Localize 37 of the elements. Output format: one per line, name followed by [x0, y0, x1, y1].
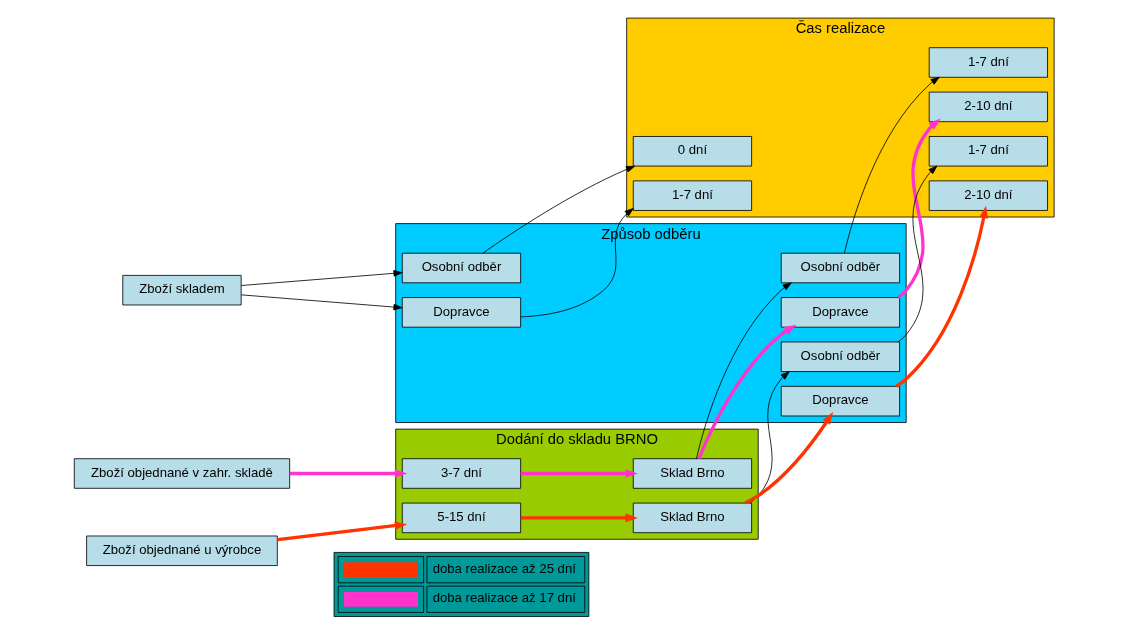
- arrow: [749, 371, 790, 504]
- node-box: Osobní odběr: [401, 252, 522, 284]
- node-box: 1-7 dní: [928, 47, 1048, 78]
- arrow: [277, 521, 408, 542]
- node-box: Dopravce: [780, 297, 900, 328]
- legend-label: doba realizace až 17 dní: [432, 590, 576, 606]
- node-box: Sklad Brno: [632, 458, 753, 489]
- arrow: [897, 165, 938, 343]
- node-box: 3-7 dní: [401, 458, 522, 489]
- arrow: [696, 282, 792, 460]
- node-box: Zboží objednané u výrobce: [86, 535, 278, 566]
- arrow: [482, 165, 636, 254]
- node-box: Zboží objednané v zahr. skladě: [73, 458, 291, 489]
- node-box: 2-10 dní: [928, 91, 1048, 123]
- arrow: [289, 469, 408, 478]
- arrow: [897, 118, 941, 299]
- node-box: Dopravce: [780, 385, 900, 417]
- node-box: Sklad Brno: [632, 502, 753, 534]
- node-box: 5-15 dní: [401, 502, 522, 534]
- node-box: Osobní odběr: [780, 341, 900, 372]
- arrow: [240, 270, 403, 286]
- arrow: [744, 412, 834, 505]
- legend-label: doba realizace až 25 dní: [432, 560, 576, 576]
- node-box: Osobní odběr: [780, 252, 900, 284]
- arrow: [843, 76, 940, 254]
- arrow: [520, 469, 638, 478]
- arrow: [520, 513, 638, 523]
- node-box: 1-7 dní: [928, 136, 1048, 167]
- node-box: 0 dní: [632, 136, 753, 167]
- arrow: [240, 294, 403, 311]
- arrow: [697, 324, 797, 460]
- node-box: 2-10 dní: [928, 180, 1048, 211]
- node-box: Zboží skladem: [122, 275, 242, 306]
- node-box: 1-7 dní: [632, 180, 753, 211]
- arrow: [895, 205, 988, 388]
- node-box: Dopravce: [401, 297, 522, 328]
- arrow: [520, 208, 634, 318]
